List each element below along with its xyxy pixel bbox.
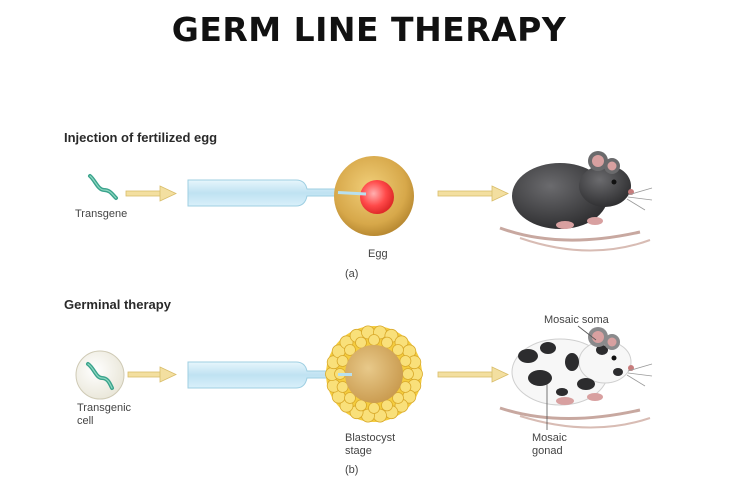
blastocyst-cell	[399, 355, 412, 367]
blastocyst-cell	[336, 381, 349, 393]
caption-b: (b)	[345, 464, 359, 476]
caption-a: (a)	[345, 268, 359, 280]
transgenic-cell-label-line1: Transgenic	[77, 402, 132, 414]
transgene-label: Transgene	[75, 208, 128, 220]
blastocyst-cell	[355, 336, 367, 349]
egg-label: Egg	[368, 248, 388, 260]
blastocyst-cell	[344, 344, 356, 356]
page-title: GERM LINE THERAPY	[171, 10, 567, 49]
mosaic-soma-leader	[577, 325, 597, 341]
mosaic-gonad-label-line2: gonad	[532, 445, 563, 457]
blastocyst-cell	[392, 344, 404, 356]
arrow-a2	[437, 185, 509, 202]
arrow-b1	[127, 366, 177, 383]
blastocyst-cell	[392, 392, 404, 404]
blastocyst-cell	[381, 336, 393, 349]
blastocyst	[325, 325, 423, 423]
blastocyst-cell	[368, 334, 380, 346]
transgenic-cell-label-line2: cell	[77, 415, 94, 427]
arrow-a1	[125, 185, 177, 202]
blastocyst-cell	[355, 399, 367, 412]
mosaic-gonad-label-line1: Mosaic	[532, 432, 567, 444]
pipette-a	[187, 179, 340, 207]
blastocyst-cell	[368, 402, 380, 414]
panel-a-heading: Injection of fertilized egg	[64, 130, 218, 145]
pipette-b	[187, 361, 340, 389]
blastocyst-cell	[399, 381, 412, 393]
mosaic-soma-label: Mosaic soma	[544, 314, 609, 326]
blastocyst-label-line2: stage	[345, 445, 372, 457]
blastocyst-cell	[336, 355, 349, 367]
mosaic-mouse-icon	[499, 327, 653, 429]
blastocyst-cell	[402, 368, 414, 380]
blastocyst-cell	[381, 399, 393, 412]
transgenic-cell-icon	[75, 350, 125, 400]
transgenic-mouse-icon	[499, 151, 653, 252]
blastocyst-label-line1: Blastocyst	[345, 432, 396, 444]
fertilized-egg	[334, 156, 414, 236]
arrow-b2	[437, 366, 509, 383]
blastocyst-cell	[344, 392, 356, 404]
panel-b-heading: Germinal therapy	[64, 297, 171, 312]
